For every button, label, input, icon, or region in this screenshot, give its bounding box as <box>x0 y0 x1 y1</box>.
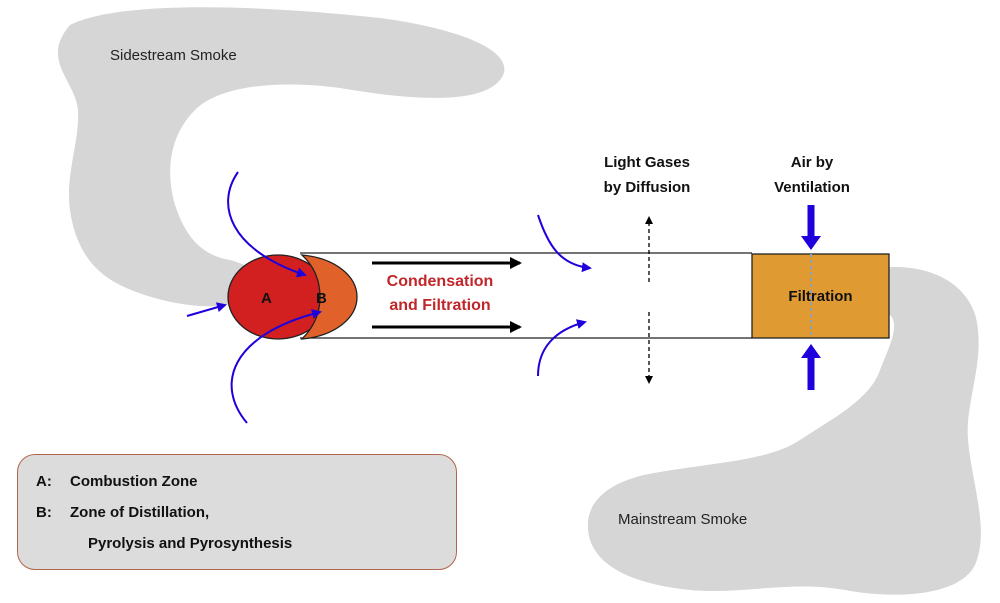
sidestream-smoke-cloud <box>57 7 505 307</box>
condensation-line2: and Filtration <box>389 297 491 314</box>
airflow-arrow-upper <box>227 171 307 278</box>
zone-b-label: B <box>316 290 327 307</box>
air-ventilation-line1: Air by <box>790 154 834 171</box>
legend-b-text-line1: Zone of Distillation, <box>70 504 210 521</box>
legend-box: A: Combustion Zone B: Zone of Distillati… <box>17 454 457 570</box>
light-gases-line1: Light Gases <box>604 154 690 171</box>
legend-a-text: Combustion Zone <box>70 473 198 490</box>
light-gases-line2: by Diffusion <box>603 179 691 196</box>
air-ventilation-line2: Ventilation <box>774 179 850 196</box>
legend-b-key: B: <box>36 504 52 521</box>
airflow-arrow-left <box>186 302 227 317</box>
tube-airflow-arrow-lower <box>537 319 587 377</box>
mainstream-smoke-label: Mainstream Smoke <box>618 511 748 528</box>
airflow-arrow-lower <box>230 309 322 424</box>
filtration-label: Filtration <box>788 288 853 305</box>
mainstream-smoke-cloud <box>587 267 981 595</box>
sidestream-smoke-label: Sidestream Smoke <box>110 47 237 64</box>
legend-a-key: A: <box>36 473 52 490</box>
tube-airflow-arrow-upper <box>537 214 592 273</box>
condensation-label: Condensation and Filtration <box>366 270 514 318</box>
legend-b-text-line2: Pyrolysis and Pyrosynthesis <box>88 535 293 552</box>
filter-box <box>751 253 890 339</box>
light-gases-label: Light Gases by Diffusion <box>567 150 727 200</box>
air-ventilation-label: Air by Ventilation <box>752 150 872 200</box>
zone-b-shape <box>300 254 358 340</box>
condensation-line1: Condensation <box>386 273 494 290</box>
zone-a-label: A <box>261 290 272 307</box>
ventilation-arrowhead-down <box>801 236 821 250</box>
ventilation-arrowhead-up <box>801 344 821 358</box>
